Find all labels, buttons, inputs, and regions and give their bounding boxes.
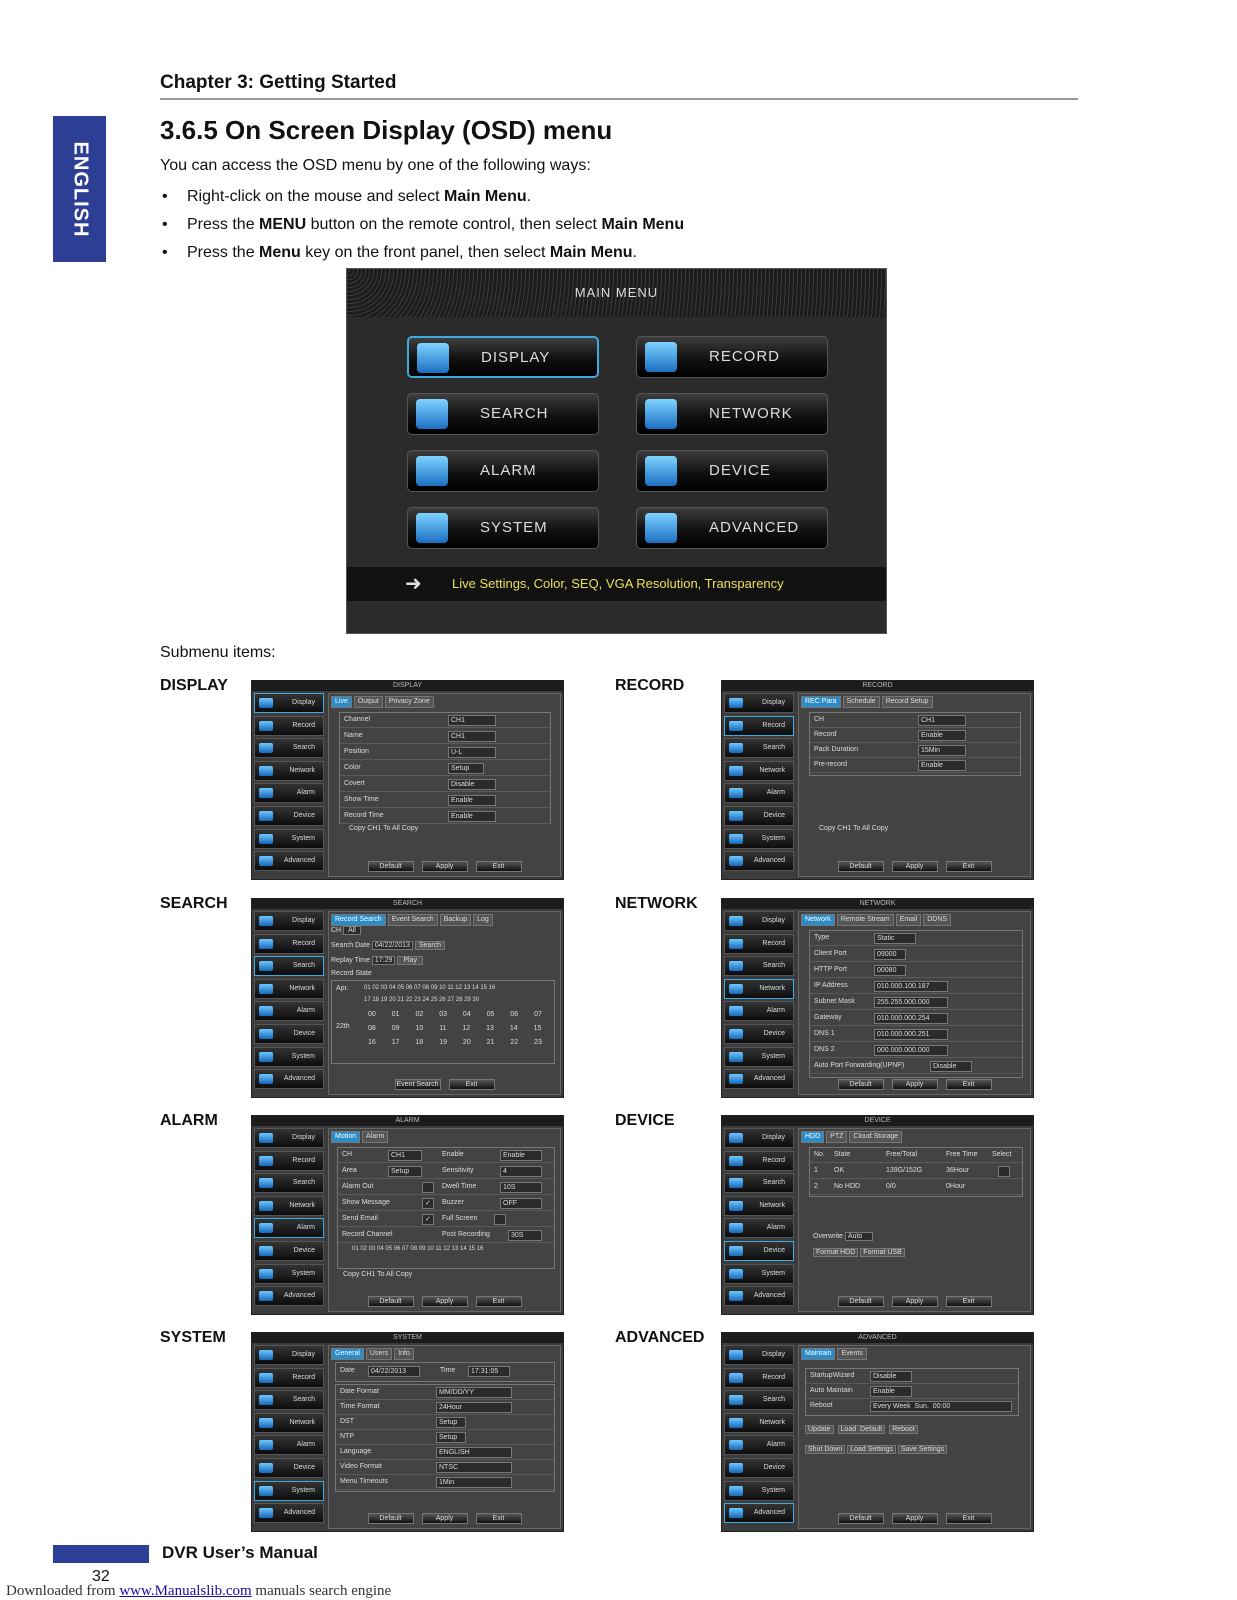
search-label: SEARCH [160, 895, 228, 912]
nav-network[interactable]: Network [724, 760, 794, 781]
section-title: 3.6.5 On Screen Display (OSD) menu [160, 115, 613, 145]
display-label: DISPLAY [160, 677, 228, 694]
access-list: Right-click on the mouse and select Main… [160, 183, 684, 267]
main-menu-screenshot: MAIN MENU DISPLAY RECORD SEARCH NETWORK … [346, 268, 887, 634]
search-button[interactable]: SEARCH [407, 393, 599, 435]
globe-icon [645, 399, 677, 429]
advanced-label: ADVANCED [615, 1329, 705, 1346]
nav-advanced[interactable]: Advanced [724, 851, 794, 872]
film-icon [645, 342, 677, 372]
tab-privacy-zone[interactable]: Privacy Zone [384, 696, 434, 708]
footer-bar [53, 1545, 149, 1563]
intro-text: You can access the OSD menu by one of th… [160, 157, 591, 174]
main-menu-hint: Live Settings, Color, SEQ, VGA Resolutio… [452, 576, 784, 591]
record-label: RECORD [615, 677, 685, 694]
heading-rule [160, 98, 1078, 100]
device-button[interactable]: DEVICE [636, 450, 828, 492]
language-tab: ENGLISH [53, 116, 106, 262]
nav-display[interactable]: Display [724, 693, 794, 713]
nav-system[interactable]: System [254, 828, 324, 849]
advanced-button[interactable]: ADVANCED [636, 507, 828, 549]
nav-search[interactable]: Search [254, 738, 324, 759]
system-label: SYSTEM [160, 1329, 226, 1346]
network-label: NETWORK [615, 895, 698, 912]
tab-live[interactable]: Live [331, 696, 352, 708]
display-button[interactable]: DISPLAY [407, 336, 599, 378]
nav-alarm[interactable]: Alarm [254, 783, 324, 804]
search-icon [416, 399, 448, 429]
nav-system[interactable]: System [724, 828, 794, 849]
record-button[interactable]: RECORD [636, 336, 828, 378]
nav-network[interactable]: Network [254, 760, 324, 781]
nav-device[interactable]: Device [254, 805, 324, 826]
alarm-button[interactable]: ALARM [407, 450, 599, 492]
tab-output[interactable]: Output [353, 696, 383, 708]
nav-display[interactable]: Display [254, 693, 324, 713]
list-item: Right-click on the mouse and select Main… [160, 183, 684, 211]
apply-button[interactable]: Apply [421, 861, 468, 872]
manualslib-link[interactable]: www.Manualslib.com [119, 1583, 252, 1599]
manual-title: DVR User’s Manual [162, 1543, 318, 1562]
list-item: Press the MENU button on the remote cont… [160, 211, 684, 239]
arrow-right-icon: ➜ [405, 573, 422, 595]
page-number: 32 [92, 1568, 110, 1585]
download-note: Downloaded from www.Manualslib.com manua… [6, 1583, 392, 1599]
list-item: Press the Menu key on the front panel, t… [160, 239, 684, 267]
alarm-label: ALARM [160, 1112, 218, 1129]
tools-icon [645, 513, 677, 543]
monitor-icon [417, 343, 449, 373]
language-label: ENGLISH [69, 141, 91, 237]
nav-record[interactable]: Record [254, 715, 324, 736]
gear-icon [416, 513, 448, 543]
submenu-label: Submenu items: [160, 644, 276, 661]
alarm-icon [416, 456, 448, 486]
nav-alarm[interactable]: Alarm [724, 783, 794, 804]
main-menu-hint-bar: ➜ Live Settings, Color, SEQ, VGA Resolut… [347, 567, 886, 601]
network-button[interactable]: NETWORK [636, 393, 828, 435]
main-menu-title: MAIN MENU [347, 269, 886, 317]
device-label: DEVICE [615, 1112, 675, 1129]
system-button[interactable]: SYSTEM [407, 507, 599, 549]
nav-record[interactable]: Record [724, 715, 794, 736]
default-button[interactable]: Default [367, 861, 414, 872]
exit-button[interactable]: Exit [475, 861, 522, 872]
device-icon [645, 456, 677, 486]
nav-search[interactable]: Search [724, 738, 794, 759]
copy-row: Copy CH1 To All Copy [349, 825, 419, 832]
chapter-heading: Chapter 3: Getting Started [160, 72, 397, 93]
nav-device[interactable]: Device [724, 805, 794, 826]
nav-advanced[interactable]: Advanced [254, 851, 324, 872]
